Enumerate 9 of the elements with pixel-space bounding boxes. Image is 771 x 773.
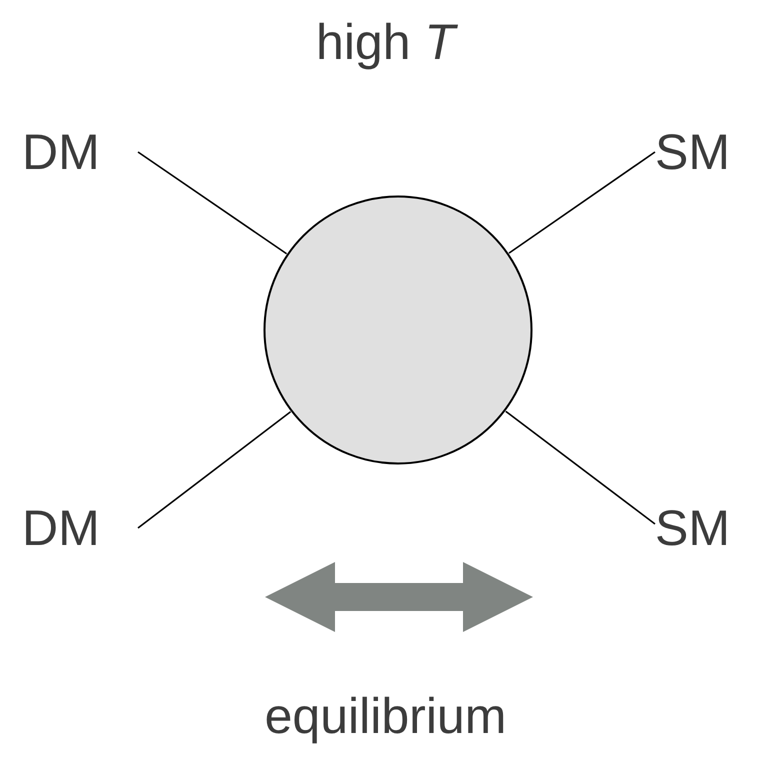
line — [505, 410, 656, 525]
particle-label: DM — [22, 124, 100, 180]
line — [508, 151, 656, 254]
line — [138, 411, 292, 529]
particle-label: DM — [22, 500, 100, 556]
caption: equilibrium — [264, 688, 506, 744]
line — [138, 151, 288, 254]
particle-label: SM — [655, 500, 730, 556]
particle-label: SM — [655, 124, 730, 180]
